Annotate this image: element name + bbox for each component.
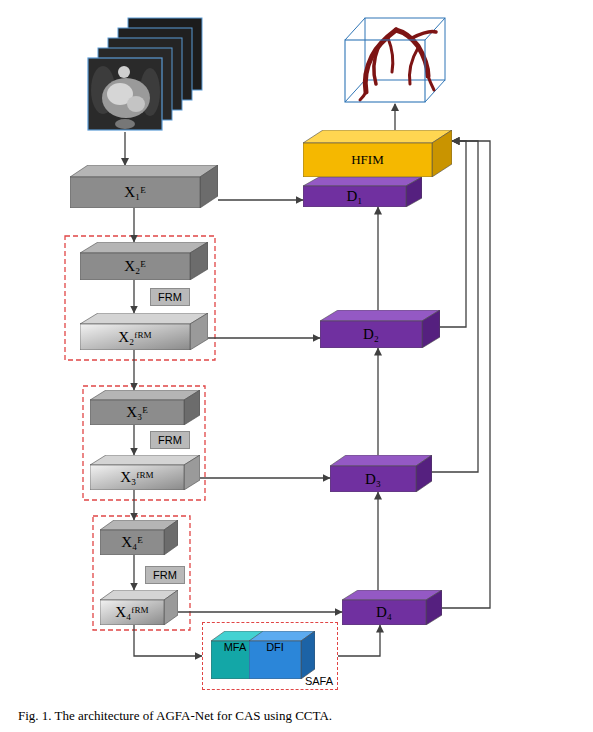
flow-arrow [134,625,202,656]
flow-arrow [133,555,134,590]
group-bracket [83,386,205,500]
output-arrow [394,104,395,130]
slab-face [184,390,200,425]
flow-arrow [200,477,330,478]
node-label: SAFA [305,675,333,687]
refined-feature-block: X₄ᶠᴿᴹ [100,590,178,625]
slab-face [330,455,432,466]
slab-face [80,253,190,280]
slab-face [80,242,208,253]
node-label: X₂ᴱ [80,253,190,280]
module-label: FRM [150,288,190,306]
group-bracket [93,516,190,630]
flow-arrow [377,207,378,310]
slab-face [190,313,208,350]
flow-arrow [133,280,134,313]
node-label: X₂ᶠᴿᴹ [80,324,190,350]
slab-face [90,390,200,400]
flow-arrow [133,490,134,520]
encoder-block: X₄ᴱ [100,520,178,555]
slab-face [432,130,452,177]
slab-face [190,242,208,280]
ct-slice-front [88,58,162,130]
flow-arrow [338,625,380,656]
flow-arrow [133,208,134,242]
output-volume [345,18,445,102]
flow-arrow [377,492,378,590]
node-label: FRM [151,432,189,448]
node-label: X₄ᴱ [100,530,164,555]
slab-face [90,455,200,465]
slab-shape [249,631,315,679]
slab-face [342,590,442,600]
flow-arrow [432,141,478,472]
node-label: D₃ [330,466,416,492]
input-arrow [124,132,125,165]
slab-face [70,165,218,177]
slab-face [164,520,178,555]
decoder-block: D₂ [320,310,440,348]
slab-face [303,130,452,143]
slab-face [342,600,426,625]
flow-arrow [133,425,134,455]
flow-arrow [218,199,303,200]
slab-face [303,143,432,177]
slab-shape [320,310,440,348]
slab-face [80,324,190,350]
node-label: X₃ᴱ [90,400,184,425]
refined-feature-block: X₂ᶠᴿᴹ [80,313,208,350]
decoder-block: D₄ [342,590,442,625]
node-label: DFI [249,639,301,655]
slab-face [100,530,164,555]
module-label: FRM [150,431,190,449]
node-label: FRM [146,567,184,583]
node-label: D₄ [342,600,426,625]
group-bracket [65,236,215,360]
slab-face [200,165,218,208]
decoder-block: D₃ [330,455,432,492]
slab-face [320,310,440,321]
encoder-block: X₃ᴱ [90,390,200,425]
fusion-block: HFIM [303,130,452,177]
node-label: X₄ᶠᴿᴹ [100,600,164,625]
slab-face [426,590,442,625]
figure-caption: Fig. 1. The architecture of AGFA-Net for… [18,708,588,724]
node-label: D₂ [320,321,422,348]
encoder-block: X₁ᴱ [70,165,218,208]
slab-face [80,313,208,324]
node-label: X₁ᴱ [70,177,200,208]
encoder-block: X₂ᴱ [80,242,208,280]
slab-face [90,400,184,425]
slab-face [303,177,422,186]
module-group: SAFAMFADFI [202,622,338,690]
slab-face [301,631,315,679]
flow-arrow [178,611,342,612]
module-label: FRM [145,566,185,584]
ct-slice-stack [88,18,202,130]
attention-block: DFI [249,631,315,679]
slab-face [330,466,416,492]
node-label: FRM [151,289,189,305]
flow-arrow [133,350,134,390]
slab-face [100,600,164,625]
slab-face [184,455,200,490]
slab-face [320,321,422,348]
flow-arrow [208,337,320,338]
slab-face [416,455,432,492]
slab-face [90,465,184,490]
decoder-block: D₁ [303,177,422,207]
node-label: HFIM [303,143,432,177]
slab-face [70,177,200,208]
slab-face [303,186,406,207]
slab-face [164,590,178,625]
node-label: X₃ᶠᴿᴹ [90,465,184,490]
refined-feature-block: X₃ᶠᴿᴹ [90,455,200,490]
node-label: D₁ [303,186,406,207]
flow-arrow [442,141,490,608]
slab-face [422,310,440,348]
slab-face [406,177,422,207]
flow-arrow [377,348,378,455]
